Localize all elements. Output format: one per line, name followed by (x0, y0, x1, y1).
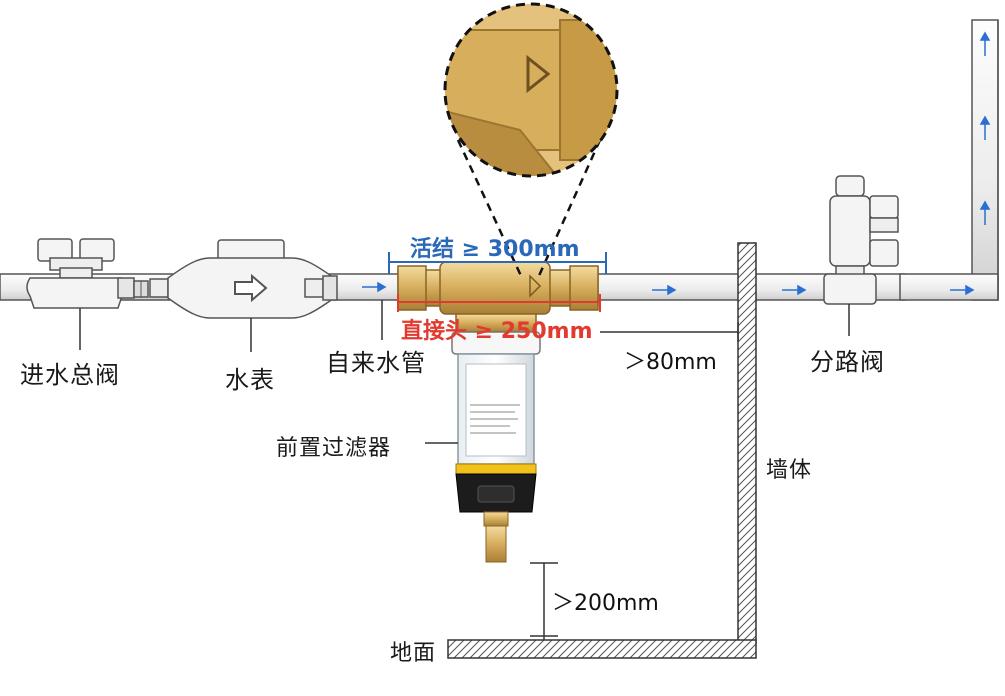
floor (447, 639, 757, 659)
floor-gap-dimension-line (530, 562, 558, 640)
prefilter-body-icon (451, 313, 541, 563)
wall (737, 242, 757, 644)
wall-gap-label: ＞80mm (624, 350, 717, 375)
branch-valve-icon (823, 175, 899, 305)
inlet-valve-label: 进水总阀 (20, 361, 120, 389)
flow-arrows (362, 31, 991, 296)
inlet-valve-icon (26, 238, 149, 309)
riser-pipe (899, 19, 999, 301)
union-dimension-line (388, 252, 607, 274)
prefilter-label: 前置过滤器 (276, 436, 392, 461)
wall-gap-dimension-line (600, 322, 739, 342)
direct-dimension-line (397, 294, 601, 312)
flow-arrow-icon (652, 284, 677, 296)
branch-valve-label: 分路阀 (810, 348, 885, 376)
fitting-closeup-icon (445, 4, 617, 176)
flow-arrow-icon (979, 31, 991, 56)
floor-gap-label: ＞200mm (552, 591, 659, 616)
flow-arrow-icon (979, 200, 991, 225)
flow-arrow-icon (950, 284, 975, 296)
wall-label: 墙体 (766, 458, 813, 483)
ground-label: 地面 (390, 641, 437, 666)
water-meter-icon (149, 239, 338, 319)
filter-head-icon (397, 261, 599, 315)
flow-arrow-icon (782, 284, 807, 296)
flow-arrow-icon (362, 281, 387, 293)
tap-pipe-label: 自来水管 (326, 349, 426, 377)
leader-lines (79, 300, 850, 444)
water-meter-label: 水表 (225, 366, 275, 394)
union-dimension-label: 活结 ≥ 300mm (410, 237, 580, 262)
direct-dimension-label: 直接头 ≥ 250mm (401, 319, 593, 344)
flow-arrow-icon (979, 115, 991, 140)
